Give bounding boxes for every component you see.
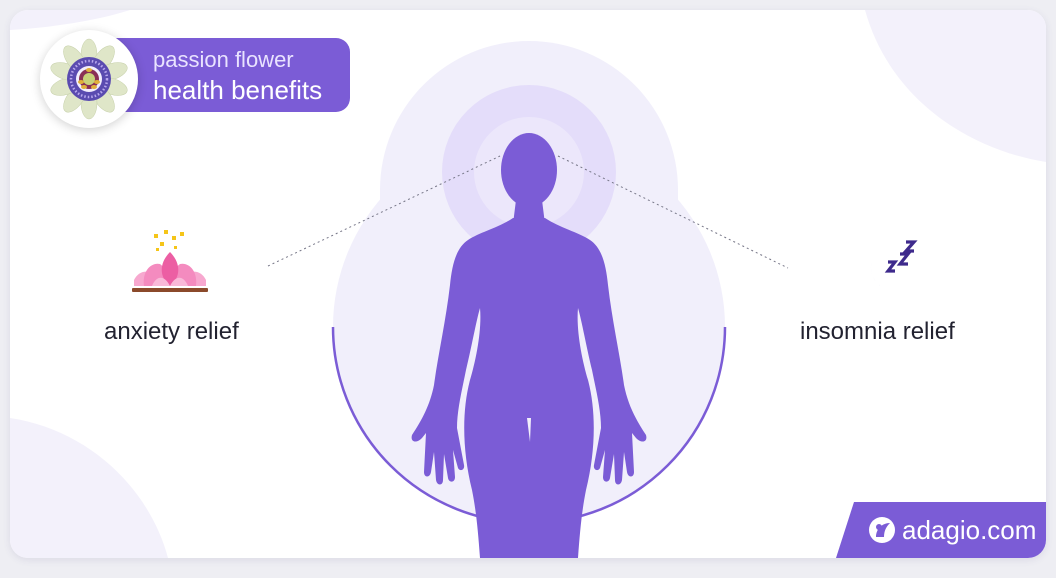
background-shapes <box>10 10 1046 558</box>
infographic-card: passion flower health benefits <box>10 10 1046 558</box>
corner-shape-top-left <box>10 10 130 30</box>
corner-shape-top-right <box>865 10 1046 162</box>
brand-name[interactable]: adagio.com <box>902 515 1037 545</box>
flower-badge <box>40 30 138 128</box>
brand-footer: adagio.com <box>836 502 1046 558</box>
benefit-label-anxiety: anxiety relief <box>104 318 239 345</box>
adagio-logo-icon <box>869 517 895 543</box>
human-silhouette-icon <box>411 133 647 558</box>
passion-flower-icon <box>50 38 128 120</box>
title-line-1: passion flower <box>153 47 294 72</box>
lotus-icon <box>130 228 210 313</box>
title-banner: passion flower health benefits <box>110 38 350 112</box>
corner-shape-bottom-left <box>10 418 168 558</box>
moon-sleep-icon <box>848 238 928 313</box>
benefit-label-insomnia: insomnia relief <box>800 318 955 345</box>
title-line-2: health benefits <box>153 75 323 105</box>
